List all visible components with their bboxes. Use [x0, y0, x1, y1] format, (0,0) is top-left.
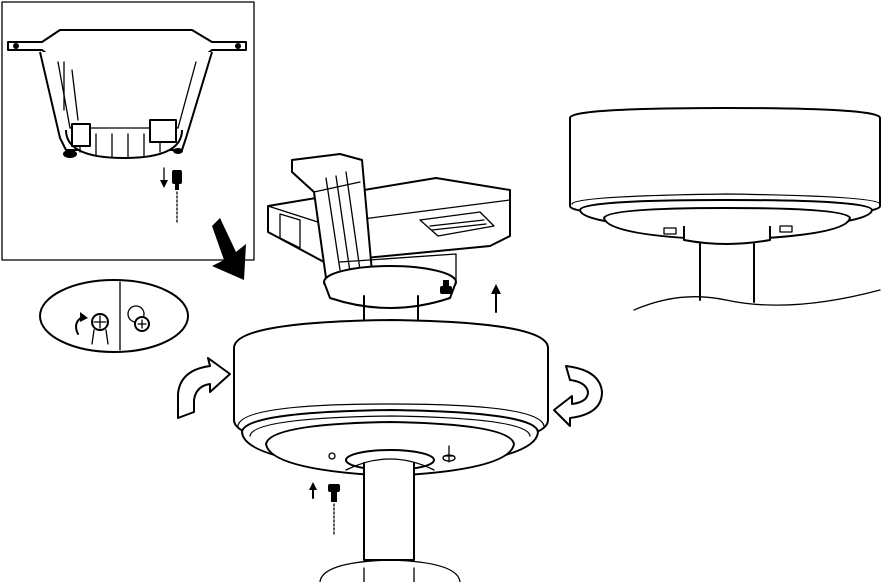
rotate-arrow-icon — [177, 357, 231, 419]
screw-icon — [172, 170, 182, 223]
downrod-upper — [363, 295, 419, 323]
down-arrow-icon — [212, 218, 246, 280]
up-arrow-icon — [309, 482, 317, 499]
mounting-bracket — [291, 153, 373, 281]
inset-panel — [1, 1, 255, 261]
screw-icon — [328, 484, 340, 535]
bracket-closeup-icon — [7, 29, 247, 223]
up-arrow-icon — [491, 284, 501, 313]
downrod-lower — [319, 458, 461, 582]
motor-housing-top — [267, 177, 511, 263]
keyhole-screw-detail-icon — [39, 279, 189, 353]
finished-canopy-view — [569, 107, 881, 311]
canopy-collar — [323, 253, 457, 309]
down-arrow-icon — [160, 167, 168, 188]
rotate-arrow-icon — [553, 365, 603, 427]
screw-icon — [440, 280, 452, 294]
ceiling-canopy — [233, 319, 549, 477]
